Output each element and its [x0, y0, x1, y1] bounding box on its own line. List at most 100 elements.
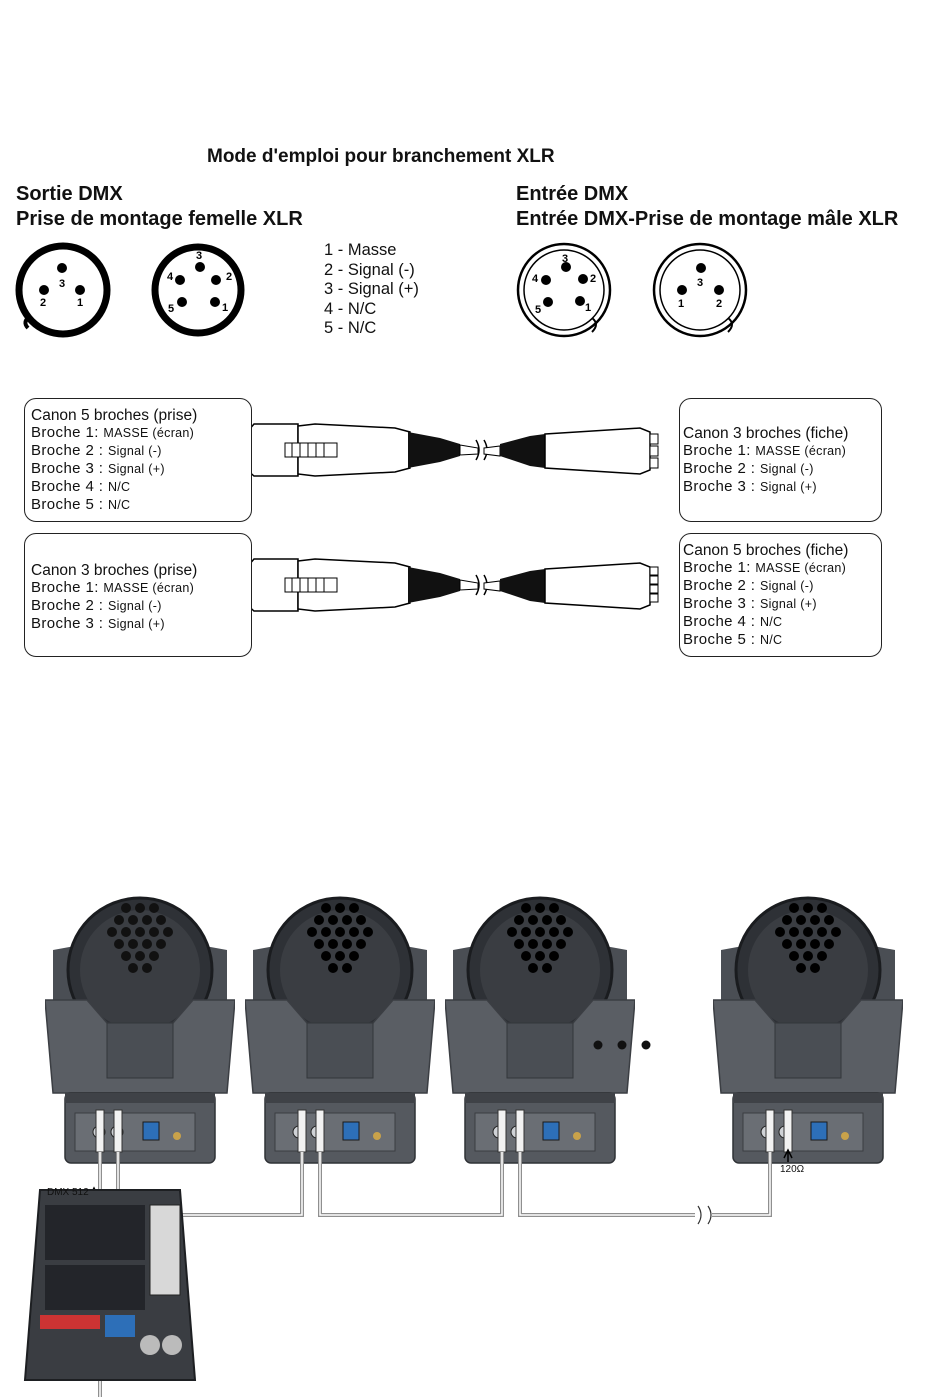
pinout-row: Broche 5 : N/C	[683, 631, 881, 649]
pin-label: Broche 1:	[31, 579, 99, 596]
moving-head-fixture-icon	[445, 896, 635, 1165]
pinout-row: Broche 4 : N/C	[683, 613, 881, 631]
pin-value: N/C	[759, 615, 783, 629]
pin-value: Signal (-)	[759, 462, 814, 476]
continuation-dot	[593, 1040, 603, 1050]
pin-value: Signal (-)	[759, 579, 814, 593]
pin-value: Signal (-)	[107, 444, 162, 458]
led-array-icon	[107, 903, 173, 973]
dmx-input-subtitle: Entrée DMX-Prise de montage mâle XLR	[516, 208, 899, 230]
page-title: Mode d'emploi pour branchement XLR	[207, 146, 555, 167]
dmx-output-header: Sortie DMX Prise de montage femelle XLR	[16, 182, 303, 232]
pin-number: 5	[535, 304, 541, 316]
pinout-box-bottom-right: Canon 5 broches (fiche) Broche 1: MASSE …	[679, 533, 882, 657]
xlr-cable-icon	[235, 423, 659, 477]
pin-label: Broche 3 :	[31, 460, 104, 477]
pinout-box-top-left: Canon 5 broches (prise) Broche 1: MASSE …	[24, 398, 252, 522]
dmx-chain-diagram	[23, 896, 903, 1397]
pin-value: N/C	[107, 480, 131, 494]
pinout-box-bottom-left: Canon 3 broches (prise) Broche 1: MASSE …	[24, 533, 252, 657]
pin-label: Broche 3 :	[31, 615, 104, 632]
pin-legend-item: 4 - N/C	[324, 299, 377, 318]
pin-value: Signal (+)	[107, 462, 165, 476]
terminator-120-ohm-label: 120Ω	[780, 1164, 805, 1175]
pin-number: 3	[196, 250, 202, 262]
pin-number: 1	[678, 298, 684, 310]
pinout-row: Broche 4 : N/C	[31, 478, 251, 496]
pin-label: Broche 2 :	[683, 577, 756, 594]
pin-number: 1	[585, 302, 591, 314]
pinout-row: Broche 3 : Signal (+)	[31, 460, 251, 478]
moving-head-fixture-icon	[713, 896, 903, 1165]
pinout-box-title: Canon 3 broches (prise)	[31, 562, 198, 579]
pin-label: Broche 3 :	[683, 478, 756, 495]
pinout-row: Broche 5 : N/C	[31, 496, 251, 514]
pin-number: 3	[697, 277, 703, 289]
pin-number: 1	[77, 297, 83, 309]
continuation-dot	[617, 1040, 627, 1050]
dmx-output-subtitle: Prise de montage femelle XLR	[16, 208, 303, 230]
pin-number: 3	[562, 253, 568, 265]
pinout-row: Broche 2 : Signal (-)	[31, 597, 251, 615]
pinout-row: Broche 1: MASSE (écran)	[31, 424, 251, 442]
pin-label: Broche 1:	[683, 559, 751, 576]
dmx-512-label: DMX 512	[47, 1187, 89, 1198]
dmx-cable-runs	[98, 1152, 772, 1397]
pinout-box-title: Canon 5 broches (fiche)	[683, 542, 849, 559]
xlr-5-pin-female-icon: 3 4 2 5 1	[151, 243, 245, 337]
pin-number: 3	[59, 278, 65, 290]
pin-label: Broche 3 :	[683, 595, 756, 612]
pin-value: N/C	[759, 633, 783, 647]
moving-head-fixture-icon	[45, 896, 235, 1165]
pin-label: Broche 2 :	[31, 597, 104, 614]
pinout-row: Broche 3 : Signal (+)	[31, 615, 251, 633]
pin-label: Broche 5 :	[683, 631, 756, 648]
xlr-plug-icons	[95, 1109, 793, 1153]
pin-label: Broche 4 :	[683, 613, 756, 630]
pin-number: 4	[532, 273, 539, 285]
continuation-dot	[641, 1040, 651, 1050]
pin-legend-item: 3 - Signal (+)	[324, 280, 419, 299]
xlr-3-pin-male-icon: 3 1 2	[652, 242, 748, 338]
dmx-input-title: Entrée DMX	[516, 183, 629, 205]
connector-faces: 3 2 1 3 4 2 5 1 3 4 2 5 1	[15, 242, 748, 338]
pin-number: 4	[167, 271, 174, 283]
pin-number: 2	[590, 273, 596, 285]
pin-label: Broche 2 :	[31, 442, 104, 459]
pin-number: 5	[168, 303, 174, 315]
pinout-row: Broche 2 : Signal (-)	[31, 442, 251, 460]
dmx-output-title: Sortie DMX	[16, 183, 123, 205]
pinout-row: Broche 1: MASSE (écran)	[683, 559, 881, 577]
pinout-row: Broche 1: MASSE (écran)	[31, 579, 251, 597]
pin-value: Signal (-)	[107, 599, 162, 613]
xlr-5-pin-male-icon: 3 4 2 5 1	[516, 242, 612, 338]
xlr-3-pin-female-icon: 3 2 1	[15, 242, 111, 338]
pin-value: MASSE (écran)	[755, 444, 847, 458]
pinout-box-title: Canon 3 broches (fiche)	[683, 425, 849, 442]
pin-value: Signal (+)	[107, 617, 165, 631]
pin-value: MASSE (écran)	[755, 561, 847, 575]
pin-number: 2	[40, 297, 46, 309]
pin-label: Broche 1:	[31, 424, 99, 441]
pin-label: Broche 1:	[683, 442, 751, 459]
pin-value: MASSE (écran)	[103, 581, 195, 595]
pin-value: MASSE (écran)	[103, 426, 195, 440]
pin-legend-item: 1 - Masse	[324, 241, 397, 259]
pin-label: Broche 4 :	[31, 478, 104, 495]
pinout-row: Broche 2 : Signal (-)	[683, 460, 881, 478]
dmx-input-header: Entrée DMX Entrée DMX-Prise de montage m…	[516, 182, 898, 232]
pin-number: 2	[716, 298, 722, 310]
pin-label: Broche 2 :	[683, 460, 756, 477]
pin-legend: 1 - Masse 2 - Signal (-) 3 - Signal (+) …	[324, 241, 419, 339]
pin-legend-item: 5 - N/C	[324, 319, 377, 338]
pin-value: Signal (+)	[759, 480, 817, 494]
cable-break-icon	[697, 1205, 712, 1225]
pinout-box-top-right: Canon 3 broches (fiche) Broche 1: MASSE …	[679, 398, 882, 522]
xlr-cable-icon	[235, 558, 659, 612]
pin-number: 1	[222, 302, 228, 314]
pinout-box-title: Canon 5 broches (prise)	[31, 407, 198, 424]
pinout-row: Broche 1: MASSE (écran)	[683, 442, 881, 460]
pin-legend-item: 2 - Signal (-)	[324, 260, 415, 279]
pinout-row: Broche 3 : Signal (+)	[683, 478, 881, 496]
pinout-row: Broche 3 : Signal (+)	[683, 595, 881, 613]
